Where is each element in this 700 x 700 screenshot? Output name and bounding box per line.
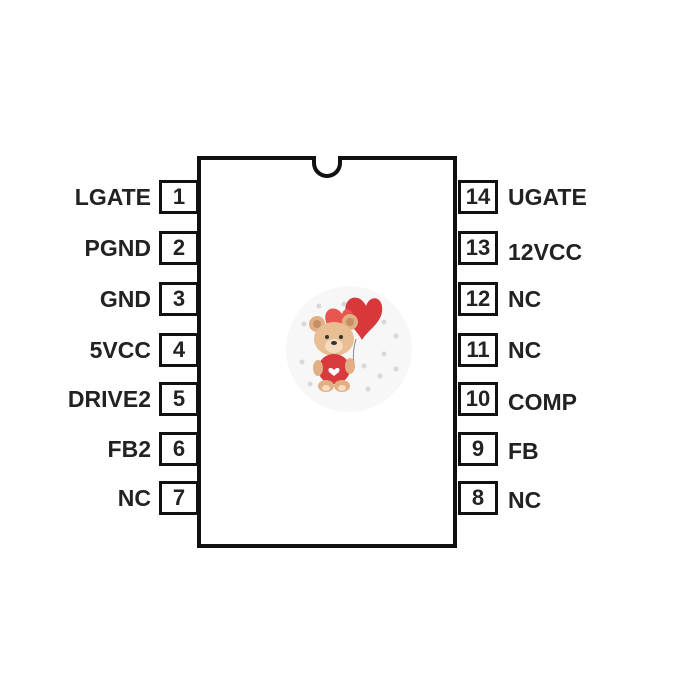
pin-label-13: 12VCC	[508, 239, 583, 265]
pin-label-6: FB2	[107, 436, 151, 462]
pin-label-3: GND	[99, 286, 151, 312]
pin-label-5: DRIVE2	[67, 386, 151, 412]
pin-1: 1	[159, 180, 199, 214]
pin-label-1: LGATE	[74, 184, 151, 210]
pin-2: 2	[159, 231, 199, 265]
pin-4: 4	[159, 333, 199, 367]
pin-8: 8	[458, 481, 498, 515]
pin-label-4: 5VCC	[89, 337, 151, 363]
pin-6: 6	[159, 432, 199, 466]
pin-13: 13	[458, 231, 498, 265]
pin-label-12: NC	[508, 286, 542, 312]
pin-label-14: UGATE	[508, 184, 587, 210]
pin-label-9: FB	[508, 438, 539, 464]
pin-7: 7	[159, 481, 199, 515]
pin-10: 10	[458, 382, 498, 416]
pin1-notch	[312, 156, 342, 178]
teddy-bear-with-heart-balloon-icon	[286, 286, 412, 412]
pin-14: 14	[458, 180, 498, 214]
pin-5: 5	[159, 382, 199, 416]
pin-label-10: COMP	[508, 389, 577, 415]
pin-12: 12	[458, 282, 498, 316]
pin-11: 11	[458, 333, 498, 367]
pin-label-7: NC	[117, 485, 151, 511]
pin-label-11: NC	[508, 337, 542, 363]
pin-label-2: PGND	[84, 235, 151, 261]
pin-9: 9	[458, 432, 498, 466]
pin-label-8: NC	[508, 487, 542, 513]
pin-3: 3	[159, 282, 199, 316]
